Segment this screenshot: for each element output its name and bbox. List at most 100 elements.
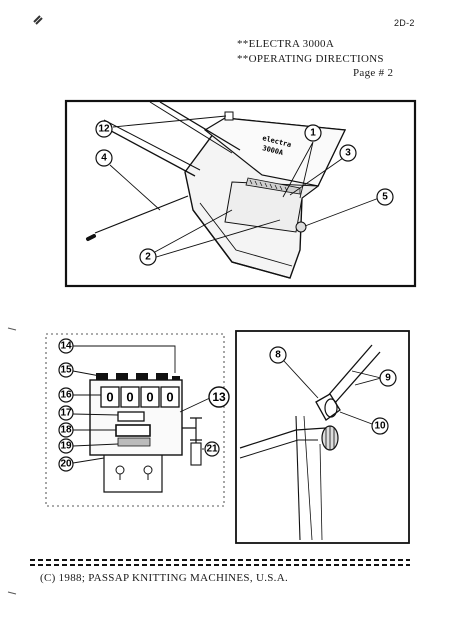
callout-circle [204, 441, 220, 457]
counter-digit: 0 [126, 390, 133, 405]
side-clamp [182, 417, 202, 462]
callout-3: 3 [345, 148, 351, 159]
figure-3-detail: 8 9 10 [235, 330, 410, 544]
needle-bed-rail [159, 101, 241, 151]
callout-16: 16 [60, 390, 72, 401]
mount-slot [119, 474, 149, 480]
footer-copyright: (C) 1988; PASSAP KNITTING MACHINES, U.S.… [40, 572, 289, 584]
counter-button [116, 373, 128, 380]
connector-ring [324, 398, 338, 418]
leader-line [152, 209, 281, 259]
leader-line [339, 411, 373, 425]
callout-circle [376, 188, 394, 206]
callout-circle [139, 248, 157, 266]
needle-bed-rail [99, 124, 196, 177]
figure-1-console: electra 3000A 12 1 3 4 5 2 [64, 99, 417, 288]
callout-circle [58, 422, 74, 438]
leader-line [109, 164, 161, 211]
counter-button [172, 376, 180, 380]
digit-window [160, 386, 180, 408]
callout-9: 9 [385, 373, 391, 384]
leader-line [72, 413, 119, 416]
callout-circle [208, 386, 230, 408]
callout-4: 4 [101, 153, 107, 164]
mount-hole [143, 465, 153, 475]
figure-2-counter: 0 0 0 0 14 15 16 17 18 [45, 333, 230, 507]
callout-circle [269, 346, 287, 364]
scan-mark [7, 591, 17, 595]
leader-line [112, 115, 227, 128]
callout-circle [304, 124, 322, 142]
digit-window [100, 386, 120, 408]
console-base-edge [199, 202, 293, 267]
figure-3-frame [235, 330, 410, 544]
callout-20: 20 [60, 459, 72, 470]
title-line-2: **OPERATING DIRECTIONS [237, 53, 384, 65]
digit-window [120, 386, 140, 408]
callout-circle [58, 456, 74, 472]
leader-line [72, 443, 119, 447]
needle-bed-rail [103, 119, 201, 171]
callout-circle [379, 369, 397, 387]
callout-8: 8 [275, 350, 281, 361]
callout-15: 15 [60, 365, 72, 376]
leader-line [73, 345, 176, 373]
leader-line [282, 141, 314, 199]
mount-hole [115, 465, 125, 475]
callout-circle [371, 417, 389, 435]
callout-1: 1 [310, 128, 316, 139]
callout-circle [58, 362, 74, 378]
needle-bed-rail [149, 101, 233, 154]
callout-13: 13 [212, 390, 226, 404]
digit-window [140, 386, 160, 408]
cable-line [325, 344, 373, 399]
figure-1-frame [64, 99, 417, 288]
callout-5: 5 [382, 192, 388, 203]
scan-mark [33, 15, 43, 25]
cable-rod [94, 195, 189, 234]
callout-2: 2 [145, 252, 151, 263]
leader-line [289, 157, 344, 196]
callout-circle [58, 405, 74, 421]
callout-12: 12 [98, 124, 110, 135]
counter-button [136, 373, 148, 380]
counter-digit: 0 [106, 390, 113, 405]
leader-line [351, 370, 382, 386]
cord-line [319, 443, 323, 541]
callout-circle [58, 438, 74, 454]
counter-mount [103, 455, 163, 493]
callout-circle [58, 387, 74, 403]
console-base-edge [192, 209, 291, 279]
wheel-ridges [325, 426, 335, 450]
knob-icon [295, 221, 307, 233]
callout-21: 21 [206, 444, 218, 455]
counter-button [156, 373, 168, 380]
vertical-post [303, 415, 313, 541]
clamp-screw [190, 442, 202, 466]
callout-circle [95, 149, 113, 167]
callout-10: 10 [374, 421, 386, 432]
callout-18: 18 [60, 425, 72, 436]
page-code: 2D-2 [394, 18, 415, 28]
bracket-arm [239, 439, 318, 459]
cable-line [333, 351, 381, 405]
counter-digit: 0 [146, 390, 153, 405]
scan-mark [7, 327, 17, 331]
page-number: Page # 2 [353, 67, 394, 79]
scale-ticks [249, 179, 288, 192]
vertical-post [295, 415, 301, 541]
counter-digit: 0 [166, 390, 173, 405]
leader-line [72, 457, 105, 464]
callout-circle [58, 338, 74, 354]
title-line-1: **ELECTRA 3000A [237, 38, 335, 50]
callout-19: 19 [60, 441, 72, 452]
counter-button [96, 373, 108, 380]
callout-circle [95, 120, 113, 138]
leader-line [304, 197, 380, 227]
callout-14: 14 [60, 341, 72, 352]
callout-circle [339, 144, 357, 162]
indicator-window [117, 411, 145, 422]
leader-line [179, 396, 213, 413]
keypad-strip [117, 437, 151, 447]
